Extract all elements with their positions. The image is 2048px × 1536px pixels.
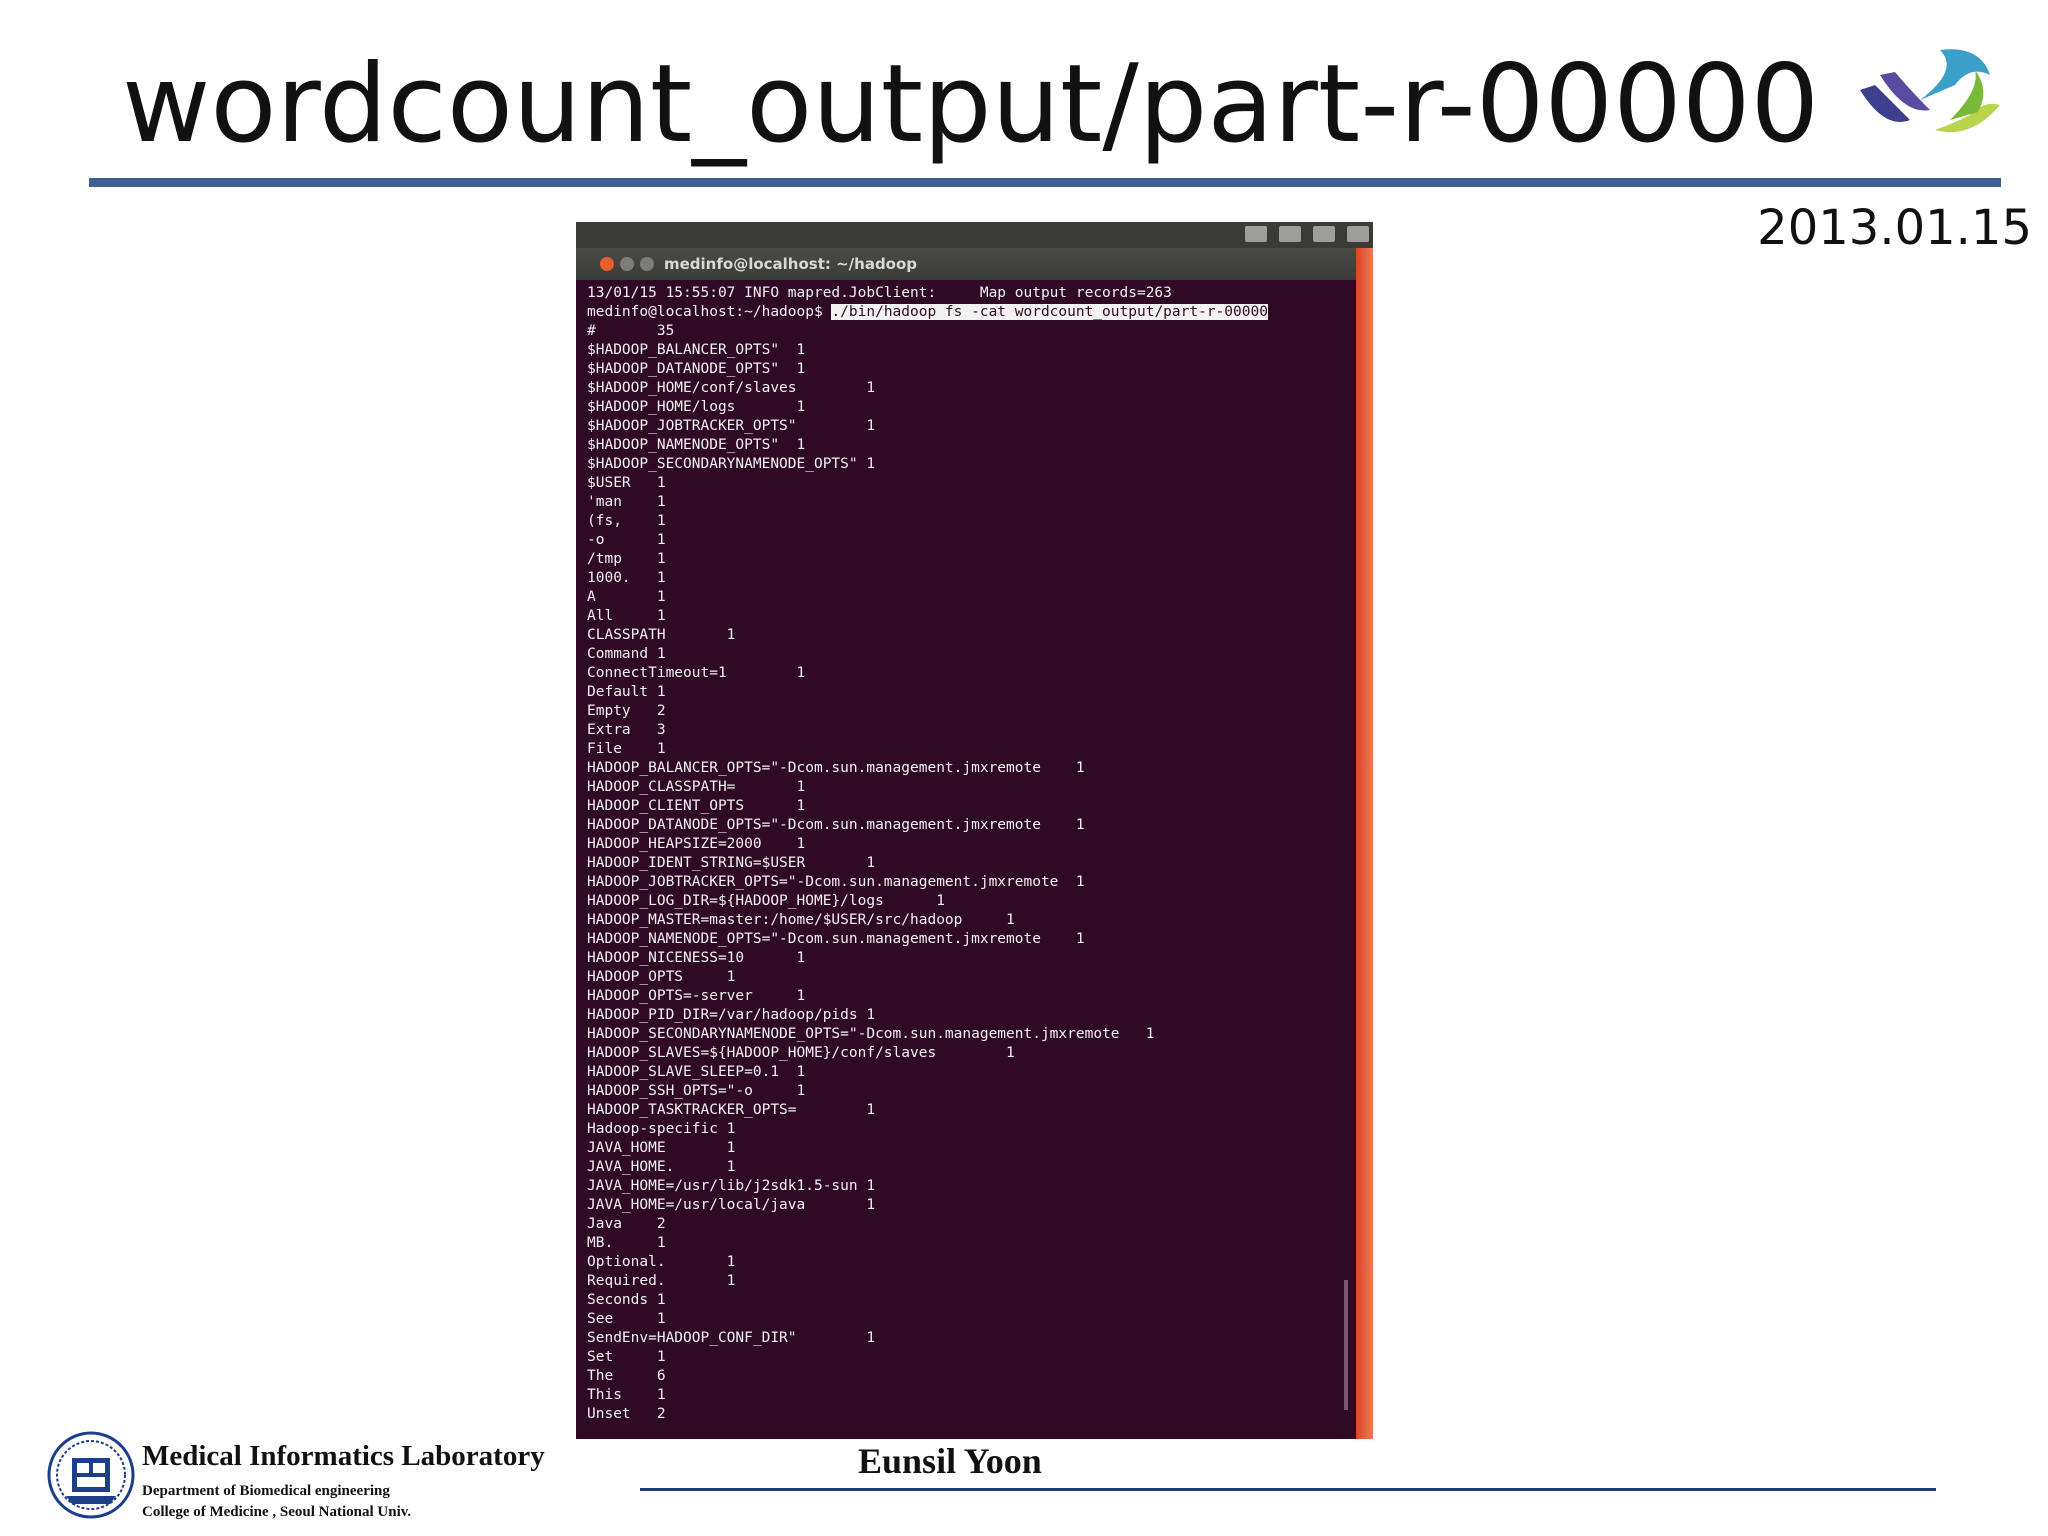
terminal-prompt-line: medinfo@localhost:~/hadoop$ ./bin/hadoop… xyxy=(587,303,1268,322)
terminal-output-line: (fs, 1 xyxy=(587,513,666,529)
terminal-output-line: MB. 1 xyxy=(587,1235,666,1251)
terminal-output-line: HADOOP_TASKTRACKER_OPTS= 1 xyxy=(587,1102,876,1118)
presenter-name: Eunsil Yoon xyxy=(858,1441,1042,1481)
terminal-output-line: HADOOP_NAMENODE_OPTS="-Dcom.sun.manageme… xyxy=(587,931,1085,947)
terminal-output-line: HADOOP_CLIENT_OPTS 1 xyxy=(587,798,806,814)
terminal-output-line: HADOOP_SLAVE_SLEEP=0.1 1 xyxy=(587,1064,806,1080)
terminal-output-line: Extra 3 xyxy=(587,722,666,738)
terminal-output-line: $HADOOP_JOBTRACKER_OPTS" 1 xyxy=(587,418,876,434)
lab-college: College of Medicine , Seoul National Uni… xyxy=(142,1504,412,1520)
terminal-output-line: The 6 xyxy=(587,1368,666,1384)
title-rule xyxy=(89,178,2001,187)
terminal-output-line: HADOOP_NICENESS=10 1 xyxy=(587,950,806,966)
terminal-output-line: JAVA_HOME 1 xyxy=(587,1140,736,1156)
terminal-prompt: medinfo@localhost:~/hadoop$ xyxy=(587,304,832,320)
terminal-output-line: This 1 xyxy=(587,1387,666,1403)
terminal-output-line: All 1 xyxy=(587,608,666,624)
terminal-output-line: Hadoop-specific 1 xyxy=(587,1121,736,1137)
university-seal-icon xyxy=(47,1431,135,1519)
minimize-icon[interactable] xyxy=(620,257,634,271)
terminal-output-line: Command 1 xyxy=(587,646,666,662)
terminal-output-line: $HADOOP_NAMENODE_OPTS" 1 xyxy=(587,437,806,453)
terminal-output-line: Java 2 xyxy=(587,1216,666,1232)
terminal-output-line: $USER 1 xyxy=(587,475,666,491)
terminal-output-line: 'man 1 xyxy=(587,494,666,510)
terminal-screenshot: medinfo@localhost: ~/hadoop 13/01/15 15:… xyxy=(576,222,1373,1439)
terminal-output-line: JAVA_HOME=/usr/lib/j2sdk1.5-sun 1 xyxy=(587,1178,876,1194)
terminal-output-line: CLASSPATH 1 xyxy=(587,627,736,643)
terminal-output-line: ConnectTimeout=1 1 xyxy=(587,665,806,681)
lab-logo-icon xyxy=(1860,49,2000,133)
terminal-output-line: File 1 xyxy=(587,741,666,757)
mail-icon xyxy=(1279,226,1301,242)
lab-name: Medical Informatics Laboratory xyxy=(142,1440,545,1472)
terminal-log-line: 13/01/15 15:55:07 INFO mapred.JobClient:… xyxy=(587,285,1172,301)
terminal-output-line: HADOOP_HEAPSIZE=2000 1 xyxy=(587,836,806,852)
terminal-output-line: JAVA_HOME=/usr/local/java 1 xyxy=(587,1197,876,1213)
desktop-top-panel xyxy=(576,222,1373,248)
terminal-output-line: Set 1 xyxy=(587,1349,666,1365)
desktop-background-edge xyxy=(1356,248,1373,1439)
terminal-scrollbar[interactable] xyxy=(1344,1280,1348,1410)
terminal-output-line: HADOOP_SSH_OPTS="-o 1 xyxy=(587,1083,806,1099)
slide-date: 2013.01.15 xyxy=(1757,200,2032,256)
slide-title: wordcount_output/part-r-00000 xyxy=(122,42,1820,167)
footer-rule xyxy=(640,1488,1936,1491)
terminal-command: ./bin/hadoop fs -cat wordcount_output/pa… xyxy=(831,304,1268,320)
terminal-output-line: $HADOOP_DATANODE_OPTS" 1 xyxy=(587,361,806,377)
terminal-window-title: medinfo@localhost: ~/hadoop xyxy=(664,255,918,273)
terminal-output-line: Optional. 1 xyxy=(587,1254,736,1270)
terminal-output-line: JAVA_HOME. 1 xyxy=(587,1159,736,1175)
terminal-output-line: $HADOOP_HOME/logs 1 xyxy=(587,399,806,415)
terminal-output-line: HADOOP_OPTS=-server 1 xyxy=(587,988,806,1004)
terminal-output-line: HADOOP_MASTER=master:/home/$USER/src/had… xyxy=(587,912,1015,928)
maximize-icon[interactable] xyxy=(640,257,654,271)
terminal-output-line: $HADOOP_BALANCER_OPTS" 1 xyxy=(587,342,806,358)
system-tray xyxy=(1245,226,1369,242)
terminal-output-line: 1000. 1 xyxy=(587,570,666,586)
terminal-output-line: -o 1 xyxy=(587,532,666,548)
terminal-output-line: A 1 xyxy=(587,589,666,605)
terminal-output-line: See 1 xyxy=(587,1311,666,1327)
terminal-output-line: Empty 2 xyxy=(587,703,666,719)
terminal-output-line: # 35 xyxy=(587,323,675,339)
terminal-body[interactable]: 13/01/15 15:55:07 INFO mapred.JobClient:… xyxy=(576,280,1356,1439)
keyboard-icon xyxy=(1245,226,1267,242)
close-icon[interactable] xyxy=(600,257,614,271)
terminal-output-line: Unset 2 xyxy=(587,1406,666,1422)
terminal-output-line: HADOOP_IDENT_STRING=$USER 1 xyxy=(587,855,876,871)
terminal-output-line: /tmp 1 xyxy=(587,551,666,567)
terminal-output-line: HADOOP_PID_DIR=/var/hadoop/pids 1 xyxy=(587,1007,876,1023)
lab-department: Department of Biomedical engineering xyxy=(142,1483,390,1499)
terminal-output-line: HADOOP_BALANCER_OPTS="-Dcom.sun.manageme… xyxy=(587,760,1085,776)
terminal-output-line: HADOOP_DATANODE_OPTS="-Dcom.sun.manageme… xyxy=(587,817,1085,833)
terminal-output-line: $HADOOP_HOME/conf/slaves 1 xyxy=(587,380,876,396)
volume-icon xyxy=(1347,226,1369,242)
terminal-output-line: HADOOP_SECONDARYNAMENODE_OPTS="-Dcom.sun… xyxy=(587,1026,1155,1042)
network-icon xyxy=(1313,226,1335,242)
terminal-output-line: HADOOP_OPTS 1 xyxy=(587,969,736,985)
terminal-output-line: Required. 1 xyxy=(587,1273,736,1289)
terminal-output-line: $HADOOP_SECONDARYNAMENODE_OPTS" 1 xyxy=(587,456,876,472)
terminal-output: 13/01/15 15:55:07 INFO mapred.JobClient:… xyxy=(587,284,1268,1424)
terminal-output-line: Default 1 xyxy=(587,684,666,700)
terminal-output-line: HADOOP_JOBTRACKER_OPTS="-Dcom.sun.manage… xyxy=(587,874,1085,890)
terminal-output-line: HADOOP_CLASSPATH= 1 xyxy=(587,779,806,795)
terminal-output-line: HADOOP_SLAVES=${HADOOP_HOME}/conf/slaves… xyxy=(587,1045,1015,1061)
terminal-output-line: HADOOP_LOG_DIR=${HADOOP_HOME}/logs 1 xyxy=(587,893,945,909)
terminal-titlebar: medinfo@localhost: ~/hadoop xyxy=(576,248,1356,280)
terminal-output-line: SendEnv=HADOOP_CONF_DIR" 1 xyxy=(587,1330,876,1346)
terminal-output-line: Seconds 1 xyxy=(587,1292,666,1308)
